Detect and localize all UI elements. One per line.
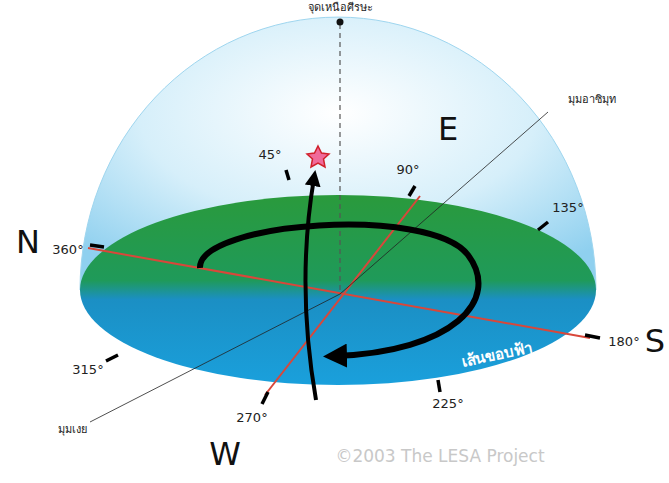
azimuth-label: มุมอาซิมุท [568, 94, 616, 106]
degree-label: 360° [52, 243, 83, 257]
degree-label: 45° [258, 148, 281, 162]
degree-label: 180° [608, 335, 639, 349]
altitude-label: มุมเงย [58, 424, 87, 436]
direction-letter: N [16, 225, 40, 260]
watermark: ©2003 The LESA Project [335, 447, 544, 466]
direction-letter: W [209, 437, 241, 472]
degree-label: 90° [396, 163, 419, 177]
degree-label: 270° [236, 411, 267, 425]
degree-label: 135° [552, 201, 583, 215]
direction-letter: E [438, 112, 458, 147]
direction-letter: S [645, 324, 665, 359]
zenith-label: จุดเหนือศีรษะ [308, 2, 373, 14]
degree-label: 225° [432, 397, 463, 411]
degree-label: 315° [72, 363, 103, 377]
